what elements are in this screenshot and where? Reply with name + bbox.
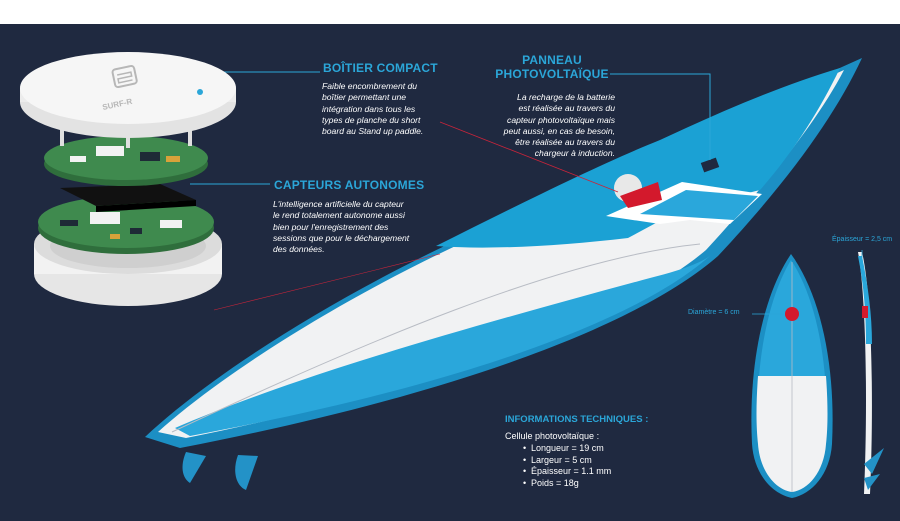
tech-info-subtitle: Cellule photovoltaïque :: [505, 431, 600, 441]
text-line: sessions que pour le déchargement: [273, 232, 410, 243]
text-line: capteur photovoltaïque mais: [507, 114, 615, 125]
text-line: est réalisée au travers du: [518, 103, 616, 114]
pcb-chip: [130, 228, 142, 234]
text-line: La recharge de la batterie: [517, 92, 615, 102]
pcb-chip: [110, 234, 120, 239]
sensors-description: L'intelligence artificielle du capteur l…: [273, 199, 409, 255]
pcb-chip: [90, 212, 120, 224]
text-line: PHOTOVOLTAÏQUE: [495, 67, 609, 81]
text-line: peut aussi, en cas de besoin,: [503, 125, 615, 136]
list-item: Épaisseur = 1.1 mm: [523, 466, 611, 478]
board-stringer: [171, 243, 701, 433]
tech-info-list: Longueur = 19 cm Largeur = 5 cm Épaisseu…: [523, 443, 611, 490]
text-line: être réalisée au travers du: [515, 137, 615, 148]
board-sensor-red: [620, 182, 662, 208]
callout-line-panel: [610, 73, 711, 160]
board-cutout-blue: [640, 190, 758, 220]
text-line: board au Stand up paddle.: [322, 126, 424, 137]
logo-icon: [111, 64, 138, 89]
text-line: le rend totalement autonome aussi: [273, 210, 405, 221]
diameter-label: Diamètre = 6 cm: [688, 309, 740, 316]
compact-case-description: Faible encombrement du boîtier permettan…: [322, 81, 423, 137]
text-line: PANNEAU: [522, 53, 582, 67]
callout-dot: [197, 89, 203, 95]
compact-case-title: BOÎTIER COMPACT: [323, 61, 438, 75]
text-line: boîtier permettant une: [322, 92, 407, 103]
case-pin: [60, 128, 64, 146]
solar-panel-title: PANNEAU PHOTOVOLTAÏQUE: [493, 53, 611, 81]
text-line: chargeur à induction.: [534, 148, 615, 159]
pcb-chip: [140, 152, 160, 161]
pcb-chip: [60, 220, 78, 226]
surfboard-main: [145, 58, 862, 490]
side-board-blue: [858, 256, 872, 344]
text-line: Faible encombrement du: [322, 81, 418, 91]
callout-line-red: [439, 121, 619, 193]
text-line: types de planche du short: [322, 114, 421, 125]
text-line: intégration dans tous les: [322, 103, 416, 114]
side-fin: [864, 448, 884, 474]
pcb-chip: [70, 156, 86, 162]
board-side-view: [858, 250, 884, 494]
text-line: des données.: [273, 244, 325, 255]
pcb-upper: [44, 136, 208, 180]
side-board-sensor: [862, 306, 868, 318]
case-pin: [126, 132, 130, 148]
sensors-title: CAPTEURS AUTONOMES: [274, 178, 425, 192]
pcb-chip: [96, 146, 124, 156]
diagram-art: SURF-R: [20, 52, 884, 498]
list-item: Largeur = 5 cm: [523, 455, 611, 467]
board-blue-section: [436, 68, 840, 248]
case-lid-top: [20, 52, 236, 124]
tech-info-title: INFORMATIONS TECHNIQUES :: [505, 414, 649, 425]
callout-line-red: [213, 253, 441, 311]
text-line: L'intelligence artificielle du capteur: [273, 199, 404, 209]
solar-panel-description: La recharge de la batterie est réalisée …: [480, 92, 615, 160]
case-pin: [188, 128, 192, 146]
side-fin: [864, 474, 880, 490]
board-deck-lower: [175, 254, 712, 436]
text-line: bien pour l'enregistrement des: [273, 221, 389, 232]
list-item: Longueur = 19 cm: [523, 443, 611, 455]
board-front-view: [751, 254, 833, 498]
thickness-label: Épaisseur = 2,5 cm: [832, 236, 893, 243]
board-fin: [182, 452, 206, 483]
solar-cell: [700, 157, 720, 173]
pcb-chip: [166, 156, 180, 162]
pcb-chip: [160, 220, 182, 228]
battery-side: [96, 200, 196, 212]
front-board-sensor: [785, 307, 799, 321]
sensor-exploded: SURF-R: [20, 52, 236, 306]
pcb-lower: [38, 196, 214, 248]
board-fin: [235, 455, 258, 490]
battery: [60, 184, 196, 206]
diagram-canvas: SURF-R BOÎTIER COMPACT Faible encombreme…: [0, 24, 900, 521]
list-item: Poids = 18g: [523, 478, 611, 490]
